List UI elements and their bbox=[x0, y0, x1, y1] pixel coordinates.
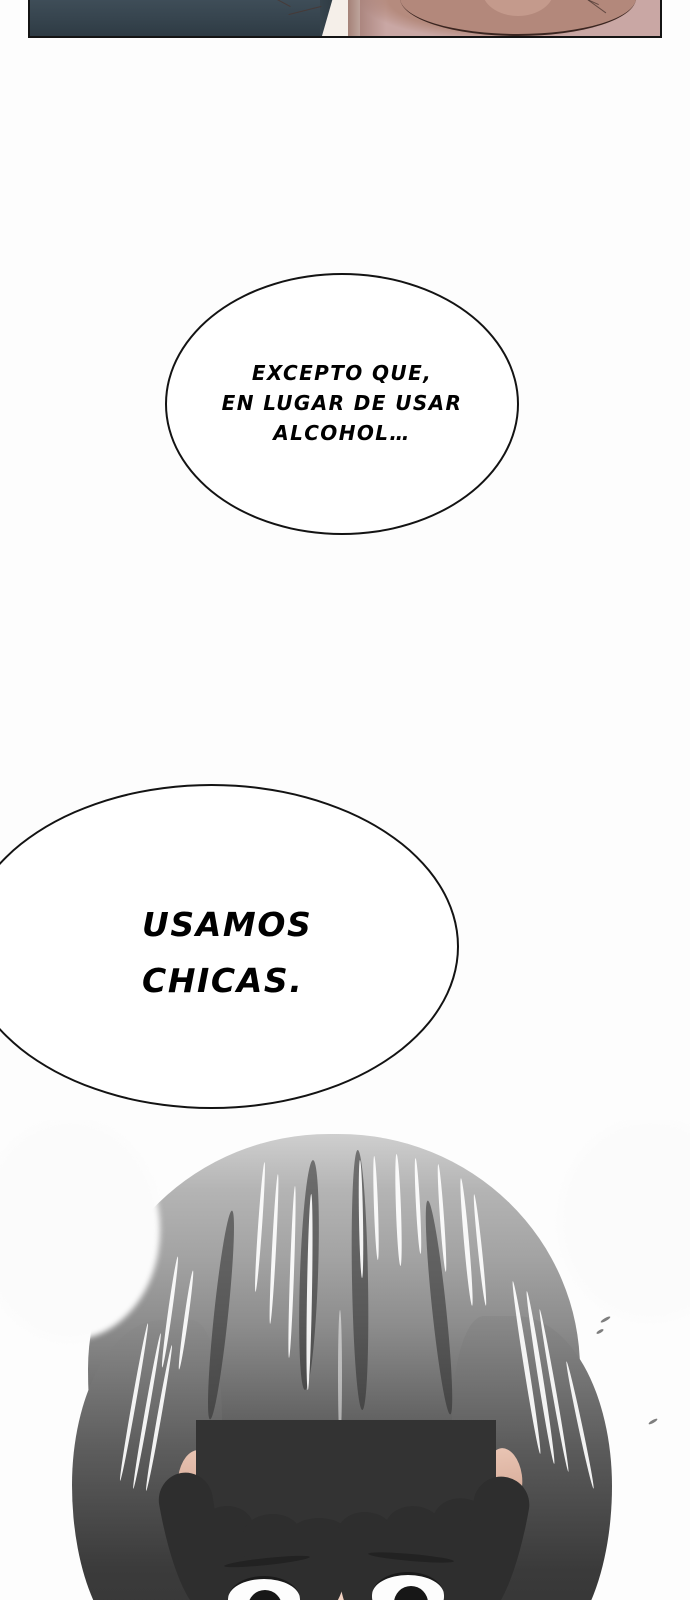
speech-bubble-2-text: USAMOS CHICAS. bbox=[142, 905, 313, 1000]
background-glare bbox=[0, 1120, 160, 1340]
flyaway-speck bbox=[599, 1315, 612, 1324]
comic-panel-bottom bbox=[0, 1120, 690, 1600]
panel-background-dark bbox=[30, 0, 330, 36]
neck-shadow bbox=[348, 0, 386, 36]
speech-bubble-2: USAMOS CHICAS. bbox=[0, 784, 459, 1109]
hair-highlight bbox=[338, 1310, 342, 1440]
chin-highlight bbox=[482, 0, 554, 16]
pupil-right bbox=[394, 1586, 428, 1600]
comic-panel-top bbox=[28, 0, 662, 38]
background-glare bbox=[560, 1120, 690, 1320]
speech-bubble-1: EXCEPTO QUE, EN LUGAR DE USAR ALCOHOL… bbox=[165, 273, 519, 535]
flyaway-speck bbox=[595, 1328, 605, 1335]
pupil-left bbox=[248, 1590, 282, 1600]
speech-bubble-1-text: EXCEPTO QUE, EN LUGAR DE USAR ALCOHOL… bbox=[221, 361, 463, 445]
flyaway-speck bbox=[647, 1417, 659, 1426]
